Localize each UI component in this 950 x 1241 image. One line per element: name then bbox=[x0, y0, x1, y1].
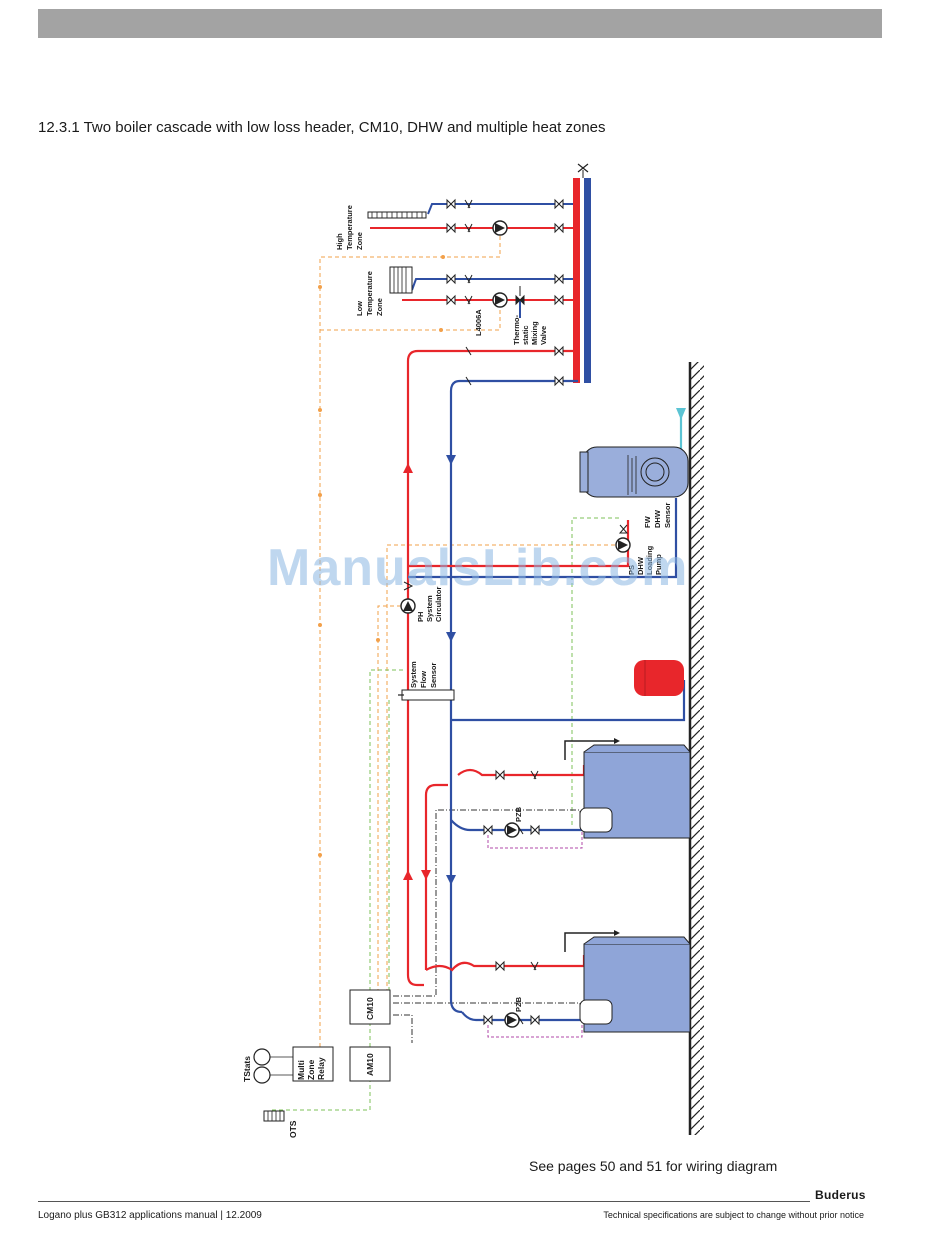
svg-text:Thermo- static Mixing: Thermo- static Mixing Valve bbox=[512, 313, 548, 345]
baseboard-emitter bbox=[367, 211, 427, 219]
low-zone-line3: Zone bbox=[375, 298, 384, 316]
low-loss-header bbox=[573, 163, 591, 383]
multi-zone-relay bbox=[292, 1046, 334, 1082]
mixing-valve-line4: Valve bbox=[539, 326, 548, 345]
high-zone-line2: Temperature bbox=[345, 205, 354, 250]
cm10-label: CM10 bbox=[365, 997, 375, 1020]
dhw-tank bbox=[579, 446, 689, 498]
flow-arrows bbox=[403, 408, 686, 885]
high-zone-line3: Zone bbox=[355, 232, 364, 250]
am10-label: AM10 bbox=[365, 1053, 375, 1076]
pzb-label-1: PZB bbox=[514, 806, 523, 822]
radiator bbox=[389, 266, 413, 294]
svg-text:PS DHW Loading Pum: PS DHW Loading Pump bbox=[627, 544, 663, 575]
pzb-label-2: PZB bbox=[514, 996, 523, 1012]
boiler-2 bbox=[564, 930, 691, 1033]
expansion-vessel bbox=[634, 660, 684, 696]
svg-text:TStats: TStats bbox=[242, 1056, 252, 1082]
ots-label: OTS bbox=[288, 1120, 298, 1138]
pump-high-zone bbox=[492, 220, 508, 236]
system-flow-sensor bbox=[398, 689, 455, 701]
svg-text:Multi Zone Relay: Multi Zone Relay bbox=[296, 1057, 326, 1080]
section-title: 12.3.1 Two boiler cascade with low loss … bbox=[38, 119, 606, 136]
pump-boiler-1 bbox=[504, 822, 520, 838]
low-zone-line1: Low bbox=[355, 301, 364, 316]
zone-piping bbox=[370, 203, 578, 318]
svg-text:OTS: OTS bbox=[288, 1120, 298, 1138]
tstats-label: TStats bbox=[242, 1056, 252, 1082]
flow-sensor-line2: Flow bbox=[419, 671, 428, 688]
header-bar bbox=[38, 9, 882, 38]
dhw-sensor-line1: FW bbox=[643, 515, 652, 528]
control-dots bbox=[318, 255, 445, 857]
footer-disclaimer: Technical specifications are subject to … bbox=[603, 1210, 864, 1220]
relay-line2: Zone bbox=[306, 1059, 316, 1080]
dhw-sensor-line3: Sensor bbox=[663, 502, 672, 528]
system-circulator-line3: Circulator bbox=[434, 586, 443, 622]
svg-text:L4006A: L4006A bbox=[474, 309, 483, 336]
main-piping bbox=[406, 349, 686, 1022]
loading-pump-line4: Pump bbox=[654, 554, 663, 575]
outdoor-sensor bbox=[263, 1110, 285, 1122]
dhw-sensor-line2: DHW bbox=[653, 509, 662, 528]
footer-manual-title: Logano plus GB312 applications manual | … bbox=[38, 1210, 262, 1221]
brand-logo: Buderus bbox=[815, 1188, 866, 1202]
svg-text:PH System Circulator: PH System Circulator bbox=[416, 586, 443, 622]
svg-text:PZB: PZB bbox=[514, 806, 523, 822]
low-zone-line2: Temperature bbox=[365, 271, 374, 316]
svg-text:System Flow Sensor: System Flow Sensor bbox=[409, 659, 438, 688]
svg-text:FW DHW Sensor: FW DHW Sensor bbox=[643, 502, 672, 528]
pump-low-zone bbox=[492, 292, 508, 308]
pump-wiring-purple bbox=[487, 830, 583, 1038]
loading-pump-line2: DHW bbox=[636, 556, 645, 575]
tstats bbox=[253, 1048, 293, 1084]
footer-rule bbox=[38, 1201, 810, 1202]
wall bbox=[688, 362, 704, 1135]
control-wiring-black bbox=[393, 809, 581, 1043]
mixing-valve-line2: static bbox=[521, 325, 530, 345]
svg-text:High Temperature Zone: High Temperature Zone bbox=[335, 203, 364, 250]
mixing-valve-line3: Mixing bbox=[530, 321, 539, 345]
watermark: ManualsLib.com bbox=[267, 539, 689, 597]
mixing-valve bbox=[515, 286, 525, 306]
system-circulator-line2: System bbox=[425, 595, 434, 622]
svg-text:Low Temperature Zone: Low Temperature Zone bbox=[355, 269, 384, 316]
flow-sensor-line1: System bbox=[409, 661, 418, 688]
svg-text:PZB: PZB bbox=[514, 996, 523, 1012]
relay-line1: Multi bbox=[296, 1060, 306, 1080]
pump-boiler-2 bbox=[504, 1012, 520, 1028]
high-zone-line1: High bbox=[335, 233, 344, 250]
wiring-note: See pages 50 and 51 for wiring diagram bbox=[529, 1158, 778, 1174]
svg-text:AM10: AM10 bbox=[365, 1053, 375, 1076]
control-wiring-orange bbox=[319, 230, 620, 1047]
l4006a-label: L4006A bbox=[474, 309, 483, 336]
mixing-valve-line1: Thermo- bbox=[512, 314, 521, 345]
valves bbox=[446, 198, 564, 1026]
flow-sensor-line3: Sensor bbox=[429, 662, 438, 688]
system-circulator-line1: PH bbox=[416, 612, 425, 622]
loading-pump-line3: Loading bbox=[645, 545, 654, 575]
loading-pump-line1: PS bbox=[627, 565, 636, 575]
pump-dhw-loading bbox=[615, 537, 631, 553]
relay-line3: Relay bbox=[316, 1057, 326, 1080]
cm10-module bbox=[349, 989, 391, 1025]
svg-text:CM10: CM10 bbox=[365, 997, 375, 1020]
boiler-1 bbox=[564, 738, 691, 839]
pump-system-circulator bbox=[400, 598, 416, 614]
control-wiring-green bbox=[272, 517, 620, 1111]
am10-module bbox=[349, 1046, 391, 1082]
